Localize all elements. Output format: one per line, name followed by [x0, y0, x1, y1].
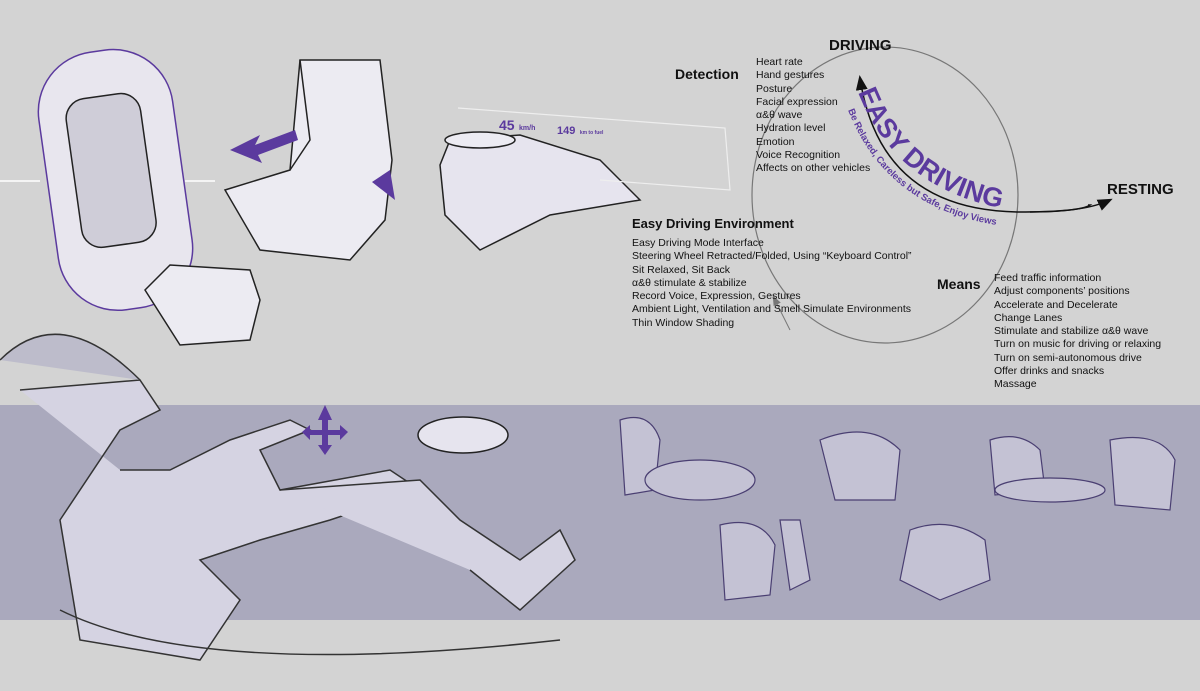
- environment-item: α&θ stimulate & stabilize: [632, 276, 747, 289]
- environment-item: Thin Window Shading: [632, 316, 735, 329]
- means-item: Turn on semi-autonomous drive: [994, 351, 1142, 364]
- figure-sketch: [19, 379, 422, 661]
- cycle-circle: [751, 46, 1019, 344]
- detection-item: Posture: [756, 82, 793, 95]
- detection-item: Emotion: [756, 135, 795, 148]
- environment-title: Easy Driving Environment: [632, 216, 794, 231]
- hud-range-value: 149: [557, 125, 576, 137]
- environment-item: Steering Wheel Retracted/Folded, Using “…: [632, 250, 912, 263]
- detection-title: Detection: [675, 66, 739, 82]
- environment-item: Ambient Light, Ventilation and Smell Sim…: [632, 303, 911, 316]
- detection-item: α&θ wave: [756, 109, 803, 122]
- means-list: Feed traffic information Adjust componen…: [994, 272, 1161, 392]
- environment-item: Record Voice, Expression, Gestures: [632, 290, 801, 303]
- means-item: Accelerate and Decelerate: [994, 298, 1118, 311]
- detection-item: Heart rate: [756, 56, 803, 68]
- hud-speed: 45 km/h: [499, 117, 535, 135]
- arrow-icon: [372, 170, 395, 200]
- detection-item: Hydration level: [756, 122, 826, 135]
- move-arrows-icon: [302, 405, 348, 455]
- detection-item: Facial expression: [756, 95, 838, 108]
- means-item: Feed traffic information: [994, 272, 1102, 284]
- means-item: Turn on music for driving or relaxing: [994, 338, 1162, 351]
- hud-speed-value: 45: [499, 117, 515, 133]
- seat-sketch: [223, 59, 393, 261]
- means-item: Stimulate and stabilize α&θ wave: [994, 325, 1149, 338]
- detection-list: Heart rate Hand gestures Posture Facial …: [756, 56, 870, 176]
- arc-arrow-driving: [855, 75, 1019, 213]
- means-item: Offer drinks and snacks: [994, 365, 1105, 378]
- detection-item: Hand gestures: [756, 69, 825, 82]
- environment-item: Easy Driving Mode Interface: [632, 237, 764, 249]
- detection-item: Affects on other vehicles: [756, 162, 871, 175]
- means-item: Adjust components’ positions: [994, 285, 1130, 298]
- label-resting: RESTING: [1107, 181, 1174, 198]
- detection-item: Voice Recognition: [756, 149, 841, 162]
- hud-range: 149 km to fuel: [557, 121, 603, 139]
- arrow-icon: [230, 130, 298, 163]
- label-driving: DRIVING: [829, 37, 892, 54]
- hud-speed-unit: km/h: [519, 125, 536, 132]
- means-item: Change Lanes: [994, 311, 1063, 324]
- console-block-sketch: [144, 264, 261, 346]
- environment-list: Easy Driving Mode Interface Steering Whe…: [632, 237, 912, 330]
- hud-range-unit: km to fuel: [579, 130, 604, 136]
- means-item: Massage: [994, 378, 1037, 391]
- means-title: Means: [937, 276, 981, 292]
- environment-item: Sit Relaxed, Sit Back: [632, 263, 731, 276]
